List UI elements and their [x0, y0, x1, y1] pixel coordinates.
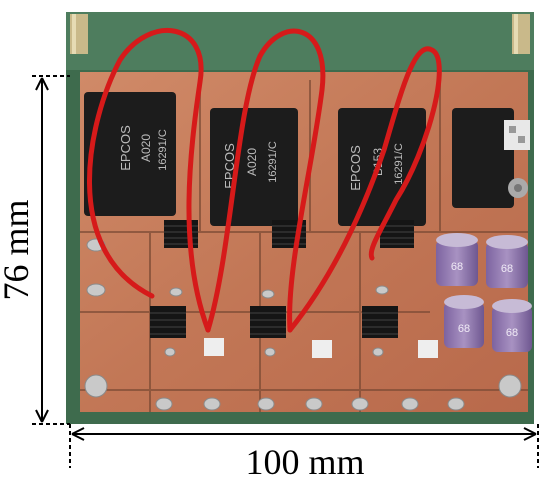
capacitor-4: 68: [492, 299, 532, 352]
heatsink-6: [362, 306, 398, 338]
heatsink-5: [250, 306, 286, 338]
inductor-brand-3: EPCOS: [348, 145, 363, 191]
capacitor-marking-3: 68: [458, 323, 470, 335]
solder-pads: [84, 238, 522, 411]
inductor-4: [452, 108, 514, 208]
small-connectors: [204, 338, 438, 358]
standoff-top-left: [70, 14, 88, 54]
capacitor-3: 68: [444, 295, 484, 348]
height-label: 76 mm: [0, 199, 36, 300]
width-dimension: [69, 424, 539, 468]
inductor-part-3: 16291/C: [393, 143, 405, 185]
inductor-brand-1: EPCOS: [118, 125, 133, 171]
inductor-part-2: 16291/C: [267, 141, 279, 183]
capacitor-marking-1: 68: [451, 261, 463, 273]
inductor-2: EPCOS A020 16291/C: [210, 108, 298, 226]
capacitor-marking-2: 68: [501, 263, 513, 275]
standoff-top-right: [512, 14, 530, 54]
capacitor-marking-4: 68: [506, 327, 518, 339]
capacitor-2: 68: [486, 235, 528, 288]
inductor-code-1: A020: [139, 134, 153, 162]
inductor-code-2: A020: [245, 148, 259, 176]
heatsink-4: [150, 306, 186, 338]
inductor-part-1: 16291/C: [157, 129, 169, 171]
height-dimension: [32, 75, 70, 425]
inductor-3: EPCOS B153 16291/C: [338, 108, 426, 226]
capacitor-1: 68: [436, 233, 478, 286]
width-label: 100 mm: [245, 442, 364, 482]
heatsink-1: [164, 220, 198, 248]
inductor-1: EPCOS A020 16291/C: [84, 92, 176, 216]
red-wires: [87, 27, 442, 333]
connector-top-right: [504, 120, 530, 198]
